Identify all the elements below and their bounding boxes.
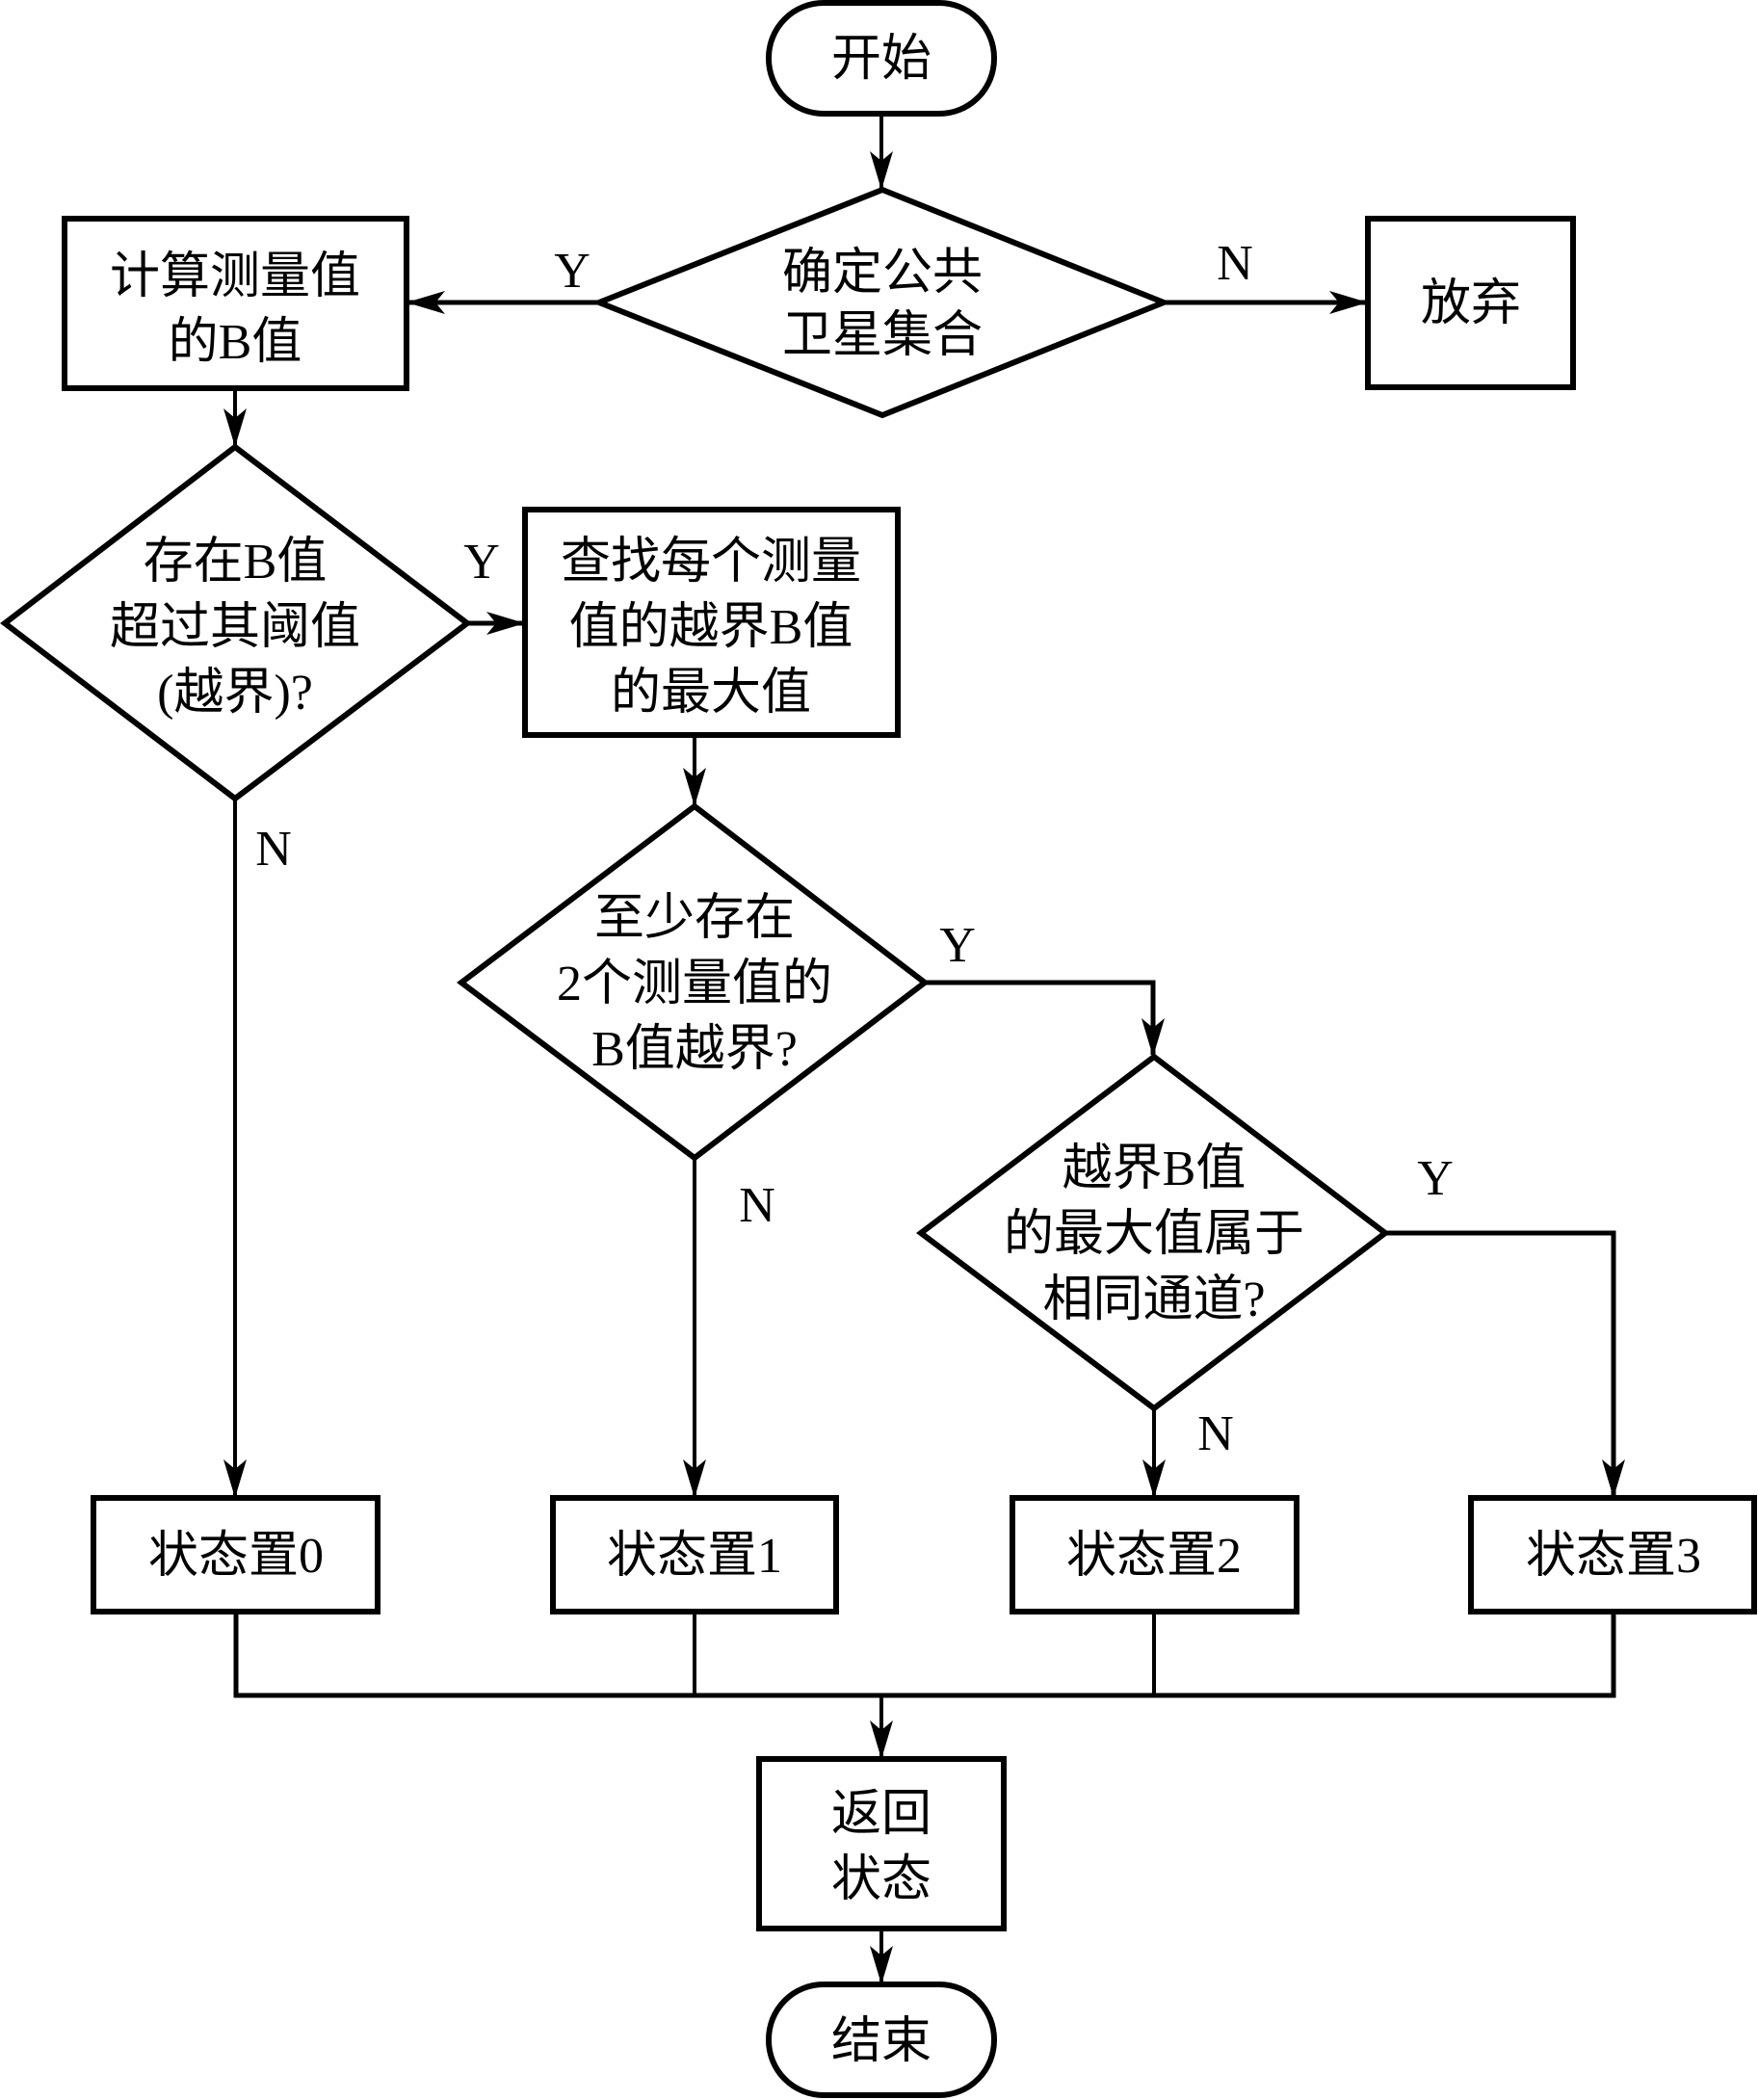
edge-two-yes: [925, 980, 1165, 1057]
label-same-yes: Y: [1417, 1151, 1454, 1206]
node-return-state: 返回 状态: [756, 1756, 1007, 1931]
node-find-max: 查找每个测量 值的越界B值 的最大值: [522, 507, 901, 738]
node-text-line: 2个测量值的: [557, 957, 832, 1011]
node-start-text: 开始: [831, 32, 931, 87]
label-same-no: N: [1197, 1406, 1234, 1461]
node-text-line: 值的越界B值: [569, 600, 853, 655]
node-start: 开始: [766, 0, 997, 117]
node-decision-common-sats: 确定公共 卫星集合: [590, 186, 1172, 419]
label-exceed-yes: Y: [463, 535, 500, 590]
node-text-line: 超过其阈值: [110, 600, 360, 655]
node-text-line: 的最大值属于: [1004, 1207, 1304, 1262]
node-decision-two: 至少存在 2个测量值的 B值越界?: [457, 802, 930, 1162]
node-state1: 状态置1: [550, 1495, 839, 1614]
node-text-line: 的最大值: [611, 666, 811, 721]
node-text-line: 确定公共: [782, 246, 983, 301]
node-text-line: 返回: [831, 1787, 931, 1842]
node-text-line: 状态: [831, 1852, 931, 1907]
node-abandon: 放弃: [1365, 216, 1576, 390]
node-text-line: 计算测量值: [110, 249, 360, 304]
node-text-line: 相同通道?: [1042, 1273, 1265, 1327]
node-text-line: 的B值: [169, 315, 302, 370]
label-two-yes: Y: [939, 918, 976, 973]
node-text-line: 状态置0: [148, 1529, 324, 1584]
connectors: [223, 114, 1625, 1984]
node-state3: 状态置3: [1468, 1495, 1757, 1614]
node-decision-exceed: 存在B值 超过其阈值 (越界)?: [0, 443, 472, 802]
node-end: 结束: [766, 1982, 997, 2098]
node-text-line: 至少存在: [594, 891, 795, 946]
node-text-line: 越界B值: [1063, 1142, 1246, 1196]
label-two-no: N: [739, 1178, 775, 1233]
node-text-line: 查找每个测量: [561, 535, 861, 590]
node-text-line: 状态置2: [1066, 1529, 1242, 1584]
node-end-text: 结束: [831, 2014, 931, 2069]
node-state0: 状态置0: [91, 1495, 380, 1614]
node-text-line: (越界)?: [157, 666, 313, 721]
node-compute-b: 计算测量值 的B值: [62, 216, 409, 391]
node-text-line: 状态置1: [607, 1529, 782, 1584]
node-text-line: 存在B值: [144, 535, 328, 590]
node-text-line: 放弃: [1421, 276, 1521, 331]
edge-same-yes: [1385, 1230, 1625, 1498]
label-common-yes: Y: [554, 244, 590, 299]
node-state2: 状态置2: [1010, 1495, 1299, 1614]
label-exceed-no: N: [255, 822, 292, 877]
node-text-line: 状态置3: [1526, 1529, 1701, 1584]
node-decision-same-channel: 越界B值 的最大值属于 相同通道?: [916, 1053, 1390, 1412]
label-common-no: N: [1217, 236, 1253, 291]
node-text-line: 卫星集合: [782, 308, 983, 363]
node-text-line: B值越界?: [591, 1022, 798, 1077]
edge-merge: [233, 1612, 1616, 1698]
